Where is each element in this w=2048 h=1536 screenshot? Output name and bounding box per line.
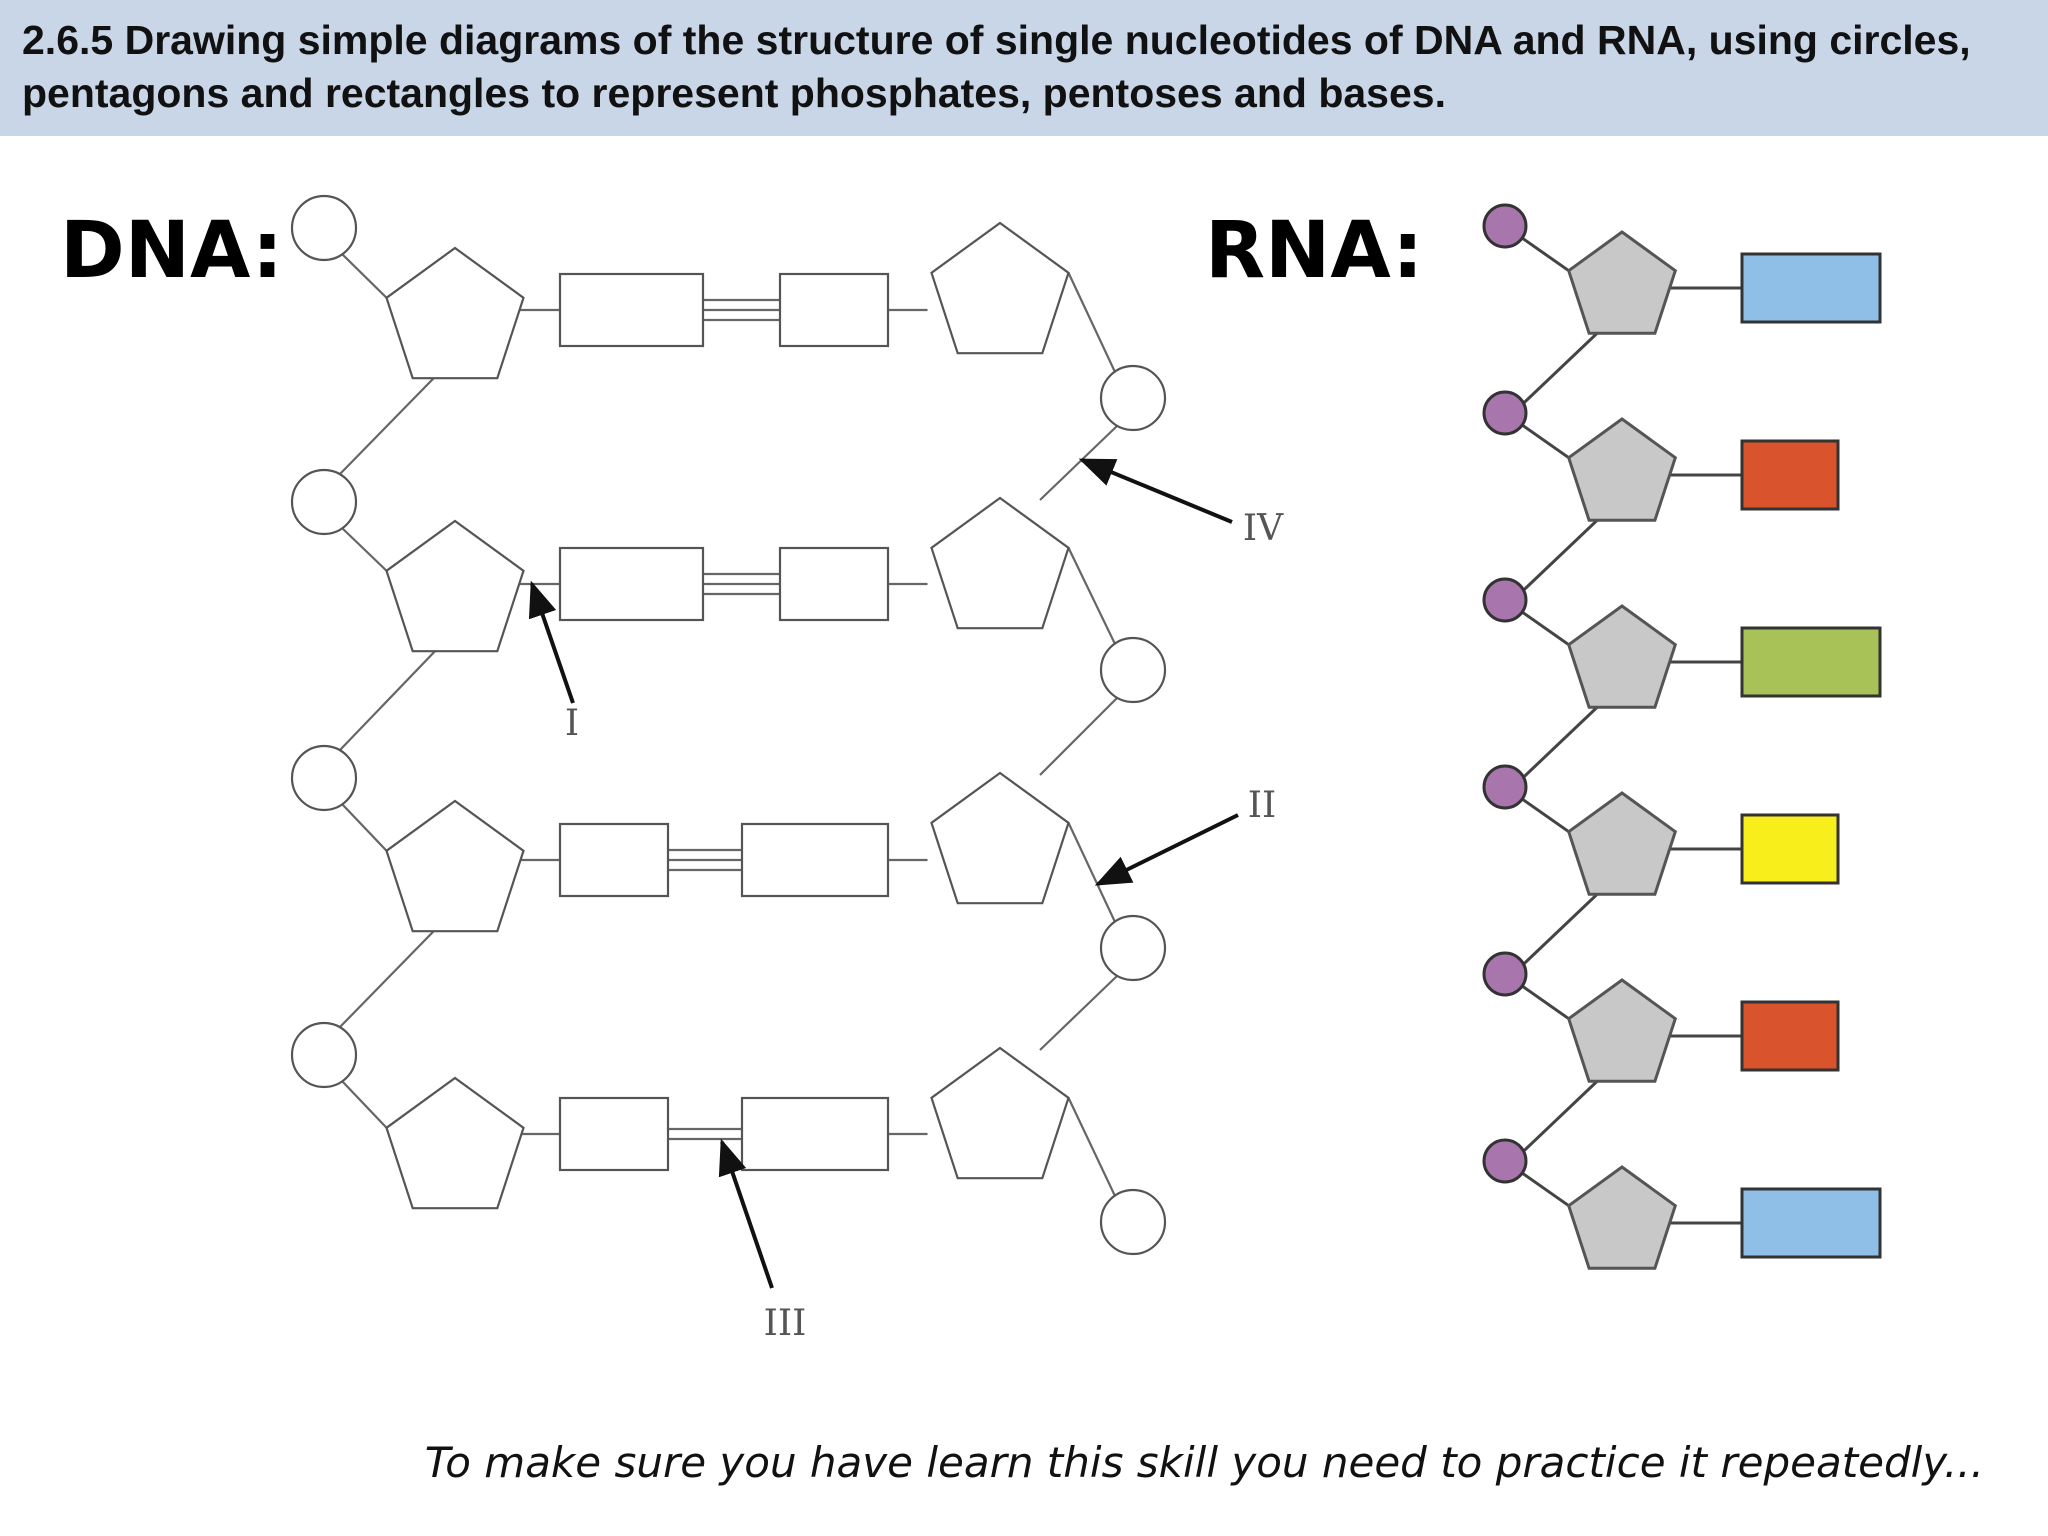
dna-phosphate — [1099, 914, 1167, 982]
dna-backbone-bond — [1039, 975, 1118, 1051]
rna-pentose — [1566, 604, 1678, 709]
rna-base — [1740, 439, 1840, 511]
pointer-arrow — [718, 1138, 774, 1289]
rna-phosphate — [1482, 390, 1528, 436]
dna-backbone-bond — [1039, 425, 1118, 501]
rna-phosphate — [1482, 577, 1528, 623]
dna-pentose — [930, 221, 1070, 355]
dna-pentose — [385, 799, 525, 933]
pointer-arrow — [528, 580, 575, 704]
pointer-label: III — [764, 1303, 807, 1344]
rna-base — [1740, 1187, 1882, 1259]
dna-phosphate-bond — [1067, 822, 1116, 923]
dna-base — [778, 546, 890, 622]
rna-phosphate — [1482, 203, 1528, 249]
rna-pentose — [1566, 978, 1678, 1083]
dna-phosphate-bond — [341, 1080, 388, 1129]
rna-phosphate — [1482, 951, 1528, 997]
rna-phosphate — [1482, 1138, 1528, 1184]
dna-phosphate — [290, 1021, 358, 1089]
header-bar: 2.6.5 Drawing simple diagrams of the str… — [0, 0, 2048, 136]
dna-phosphate — [290, 468, 358, 536]
dna-pentose — [930, 496, 1070, 630]
dna-phosphate-bond — [1067, 547, 1116, 645]
footer-note: To make sure you have learn this skill y… — [424, 1438, 1984, 1487]
dna-base — [558, 546, 705, 622]
dna-double-strand — [290, 194, 1167, 1256]
rna-pentose — [1566, 417, 1678, 522]
dna-base — [558, 1096, 670, 1172]
dna-phosphate-bond — [341, 527, 388, 572]
rna-base — [1740, 626, 1882, 698]
dna-base — [740, 822, 890, 898]
dna-phosphate — [290, 194, 358, 262]
rna-phosphate — [1482, 764, 1528, 810]
rna-strand — [1482, 203, 1882, 1270]
dna-phosphate — [1099, 1188, 1167, 1256]
rna-pentose — [1566, 230, 1678, 335]
dna-phosphate — [290, 744, 358, 812]
dna-pentose — [930, 1046, 1070, 1180]
dna-phosphate — [1099, 636, 1167, 704]
dna-phosphate-bond — [1067, 272, 1116, 373]
pointer-label: I — [565, 703, 579, 744]
dna-label: DNA: — [60, 206, 284, 296]
rna-base — [1740, 1000, 1840, 1072]
dna-base — [778, 272, 890, 348]
page-title: 2.6.5 Drawing simple diagrams of the str… — [22, 17, 1971, 116]
dna-pentose — [930, 771, 1070, 905]
dna-backbone-bond — [1039, 697, 1118, 776]
rna-base — [1740, 252, 1882, 324]
pointer-label: II — [1248, 785, 1276, 826]
dna-pentose — [385, 246, 525, 380]
dna-phosphate-bond — [341, 803, 388, 852]
dna-pentose — [385, 1076, 525, 1210]
dna-phosphate — [1099, 364, 1167, 432]
dna-base — [740, 1096, 890, 1172]
dna-base — [558, 822, 670, 898]
rna-pentose — [1566, 1165, 1678, 1270]
pointer-arrow — [1094, 813, 1239, 886]
rna-label: RNA: — [1205, 206, 1424, 296]
dna-pentose — [385, 519, 525, 653]
dna-base — [558, 272, 705, 348]
pointer-label: IV — [1243, 508, 1284, 549]
rna-base — [1740, 813, 1840, 885]
rna-pentose — [1566, 791, 1678, 896]
pointer-arrow — [1078, 458, 1233, 524]
dna-phosphate-bond — [1067, 1097, 1116, 1197]
dna-phosphate-bond — [341, 253, 388, 299]
